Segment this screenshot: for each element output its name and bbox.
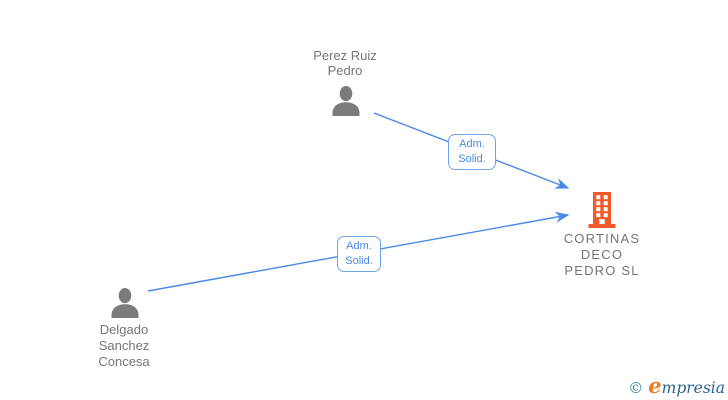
edge-label-line: Adm. <box>459 138 485 150</box>
building-icon[interactable] <box>587 192 617 228</box>
edge-label-adm-solid-top: Adm. Solid. <box>448 134 496 170</box>
node-label-person-bottom: Delgado Sanchez Concesa <box>74 322 174 370</box>
brand-text: mpresia <box>661 379 725 397</box>
edge-label-line: Solid. <box>345 255 373 267</box>
node-label-line: Sanchez <box>98 338 150 353</box>
copyright-icon: © <box>628 379 644 397</box>
brand-wordmark: empresia <box>648 373 725 398</box>
node-label-line: Perez Ruiz <box>313 48 377 63</box>
edge-label-line: Solid. <box>458 153 486 165</box>
empresia-logo[interactable]: © empresia <box>628 373 725 398</box>
node-label-company: CORTINAS DECO PEDRO SL <box>552 231 652 279</box>
edge-label-line: Adm. <box>346 240 372 252</box>
brand-initial: e <box>648 373 662 398</box>
node-label-person-top: Perez Ruiz Pedro <box>295 48 395 78</box>
node-label-line: DECO <box>580 247 624 262</box>
node-label-line: Concesa <box>98 354 150 369</box>
edge-label-adm-solid-bottom: Adm. Solid. <box>337 236 381 272</box>
person-icon[interactable] <box>109 288 141 318</box>
node-label-line: Delgado <box>99 322 149 337</box>
node-label-line: PEDRO SL <box>564 263 640 278</box>
person-icon[interactable] <box>330 86 362 116</box>
node-label-line: CORTINAS <box>563 231 641 246</box>
node-label-line: Pedro <box>327 63 363 78</box>
